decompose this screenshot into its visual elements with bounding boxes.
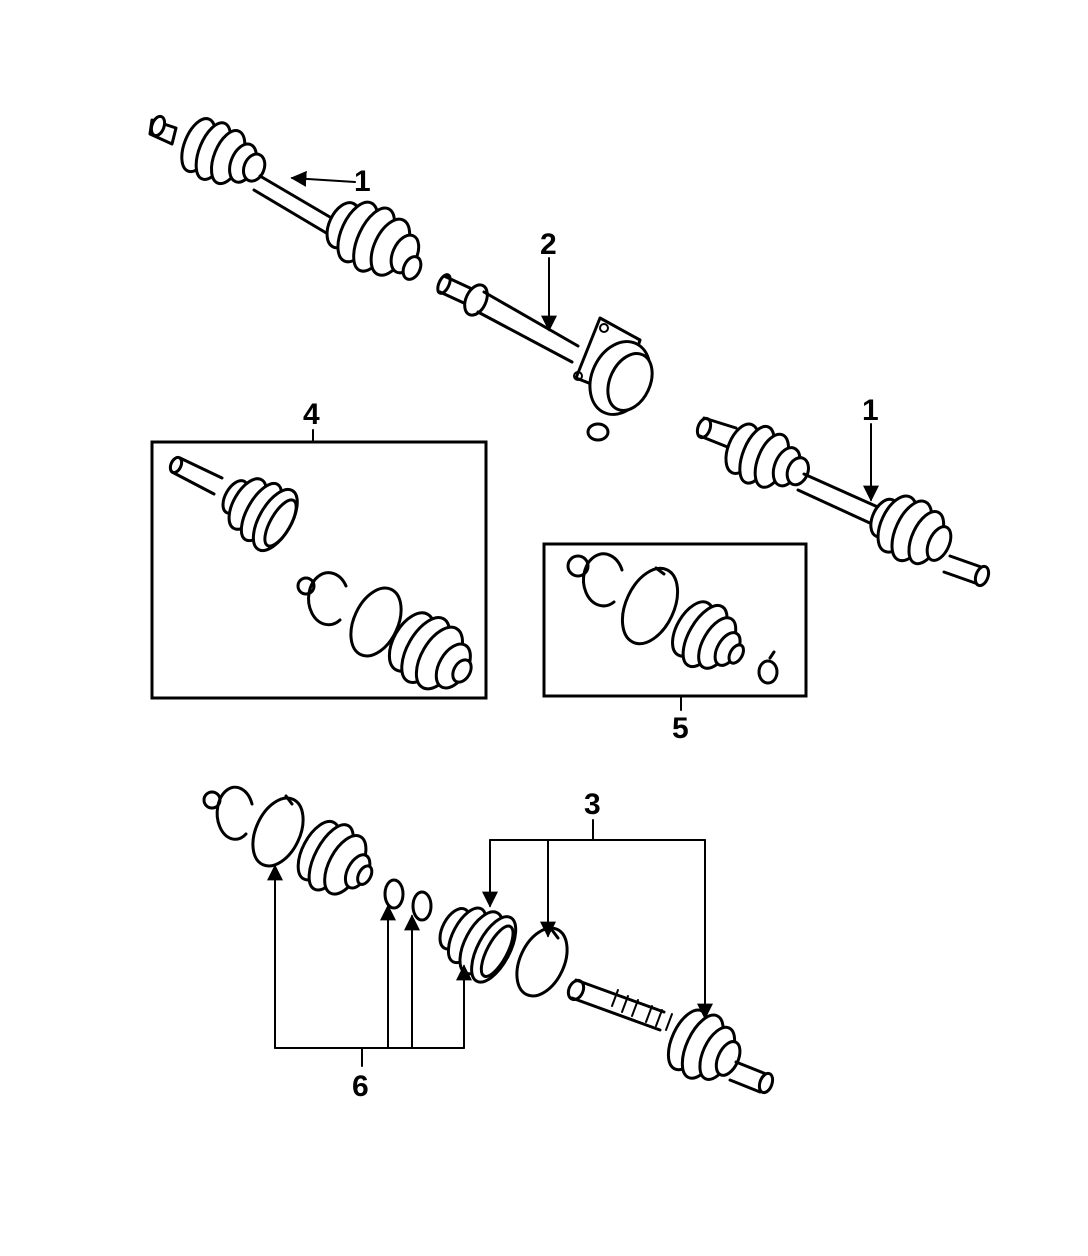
callout-label-1-upper: 1 bbox=[354, 165, 371, 198]
callout-label-6: 6 bbox=[352, 1070, 369, 1103]
callout-arrow-1-upper bbox=[290, 170, 356, 187]
callout-label-1-right: 1 bbox=[862, 394, 879, 427]
callout-label-2: 2 bbox=[540, 228, 557, 261]
inner-kit-box bbox=[150, 440, 488, 700]
callout-bracket-6 bbox=[267, 864, 472, 1067]
lower-exploded-assembly bbox=[202, 785, 775, 1095]
callout-label-5: 5 bbox=[672, 712, 689, 745]
inner-kit-parts bbox=[168, 455, 473, 691]
callout-bracket-3 bbox=[482, 819, 713, 1020]
right-axle-shaft bbox=[695, 416, 991, 588]
callout-label-4: 4 bbox=[303, 398, 320, 431]
callout-label-3: 3 bbox=[584, 788, 601, 821]
outer-kit-parts bbox=[566, 552, 779, 685]
upper-axle-shaft bbox=[148, 114, 423, 281]
outer-kit-box bbox=[542, 542, 808, 698]
intermediate-shaft bbox=[436, 273, 654, 442]
